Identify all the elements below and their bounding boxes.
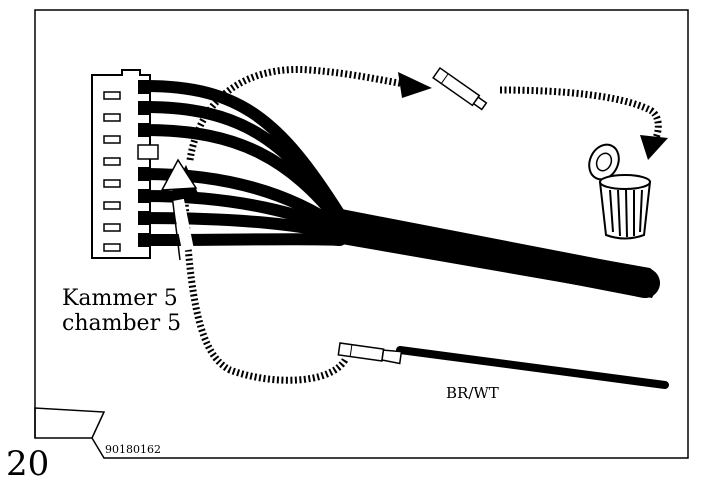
chamber-label-de: Kammer 5: [62, 286, 178, 311]
removal-arrow: [186, 65, 432, 161]
terminal-pin-removed: [432, 66, 488, 111]
page-number: 20: [6, 444, 49, 482]
chamber-label-en: chamber 5: [62, 311, 181, 336]
insertion-guide-arrow: [160, 158, 198, 261]
new-wire: [337, 342, 669, 389]
trash-can-icon: [588, 143, 652, 240]
frame-corner-fold: [34, 407, 106, 439]
drawing-number: 90180162: [105, 443, 161, 456]
connector-housing: [91, 69, 159, 259]
wire-color-label: BR/WT: [446, 384, 499, 402]
discard-arrow: [499, 86, 668, 160]
